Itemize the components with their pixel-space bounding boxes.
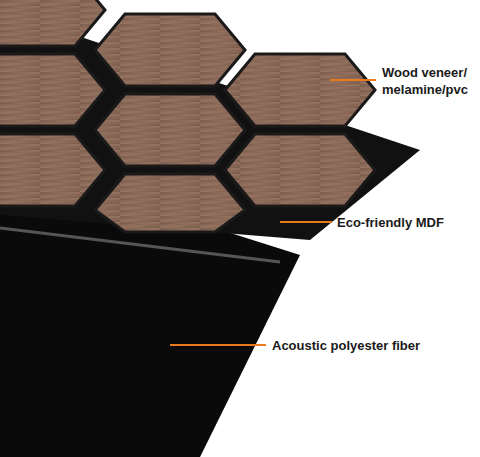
part-label: Acoustic polyester fiber (272, 337, 477, 354)
part-label: Wood veneer/ melamine/pvc (382, 64, 477, 98)
leader-lines (170, 80, 376, 345)
hexagon-tiles (0, 0, 375, 232)
part-label: Eco-friendly MDF (337, 214, 477, 231)
